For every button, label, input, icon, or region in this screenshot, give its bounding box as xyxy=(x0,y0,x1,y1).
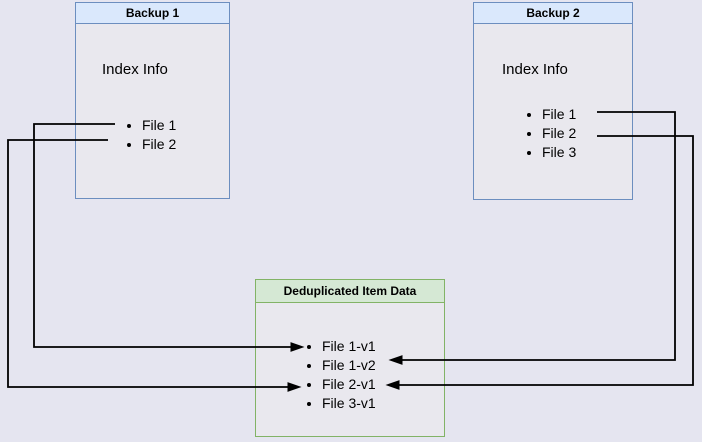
backup2-file-item: File 3 xyxy=(542,143,576,162)
backup2-header: Backup 2 xyxy=(474,3,632,24)
backup2-file-item: File 2 xyxy=(542,124,576,143)
dedup-item: File 3-v1 xyxy=(322,394,376,413)
dedup-item: File 2-v1 xyxy=(322,375,376,394)
backup2-file-item: File 1 xyxy=(542,105,576,124)
dedup-item: File 1-v2 xyxy=(322,356,376,375)
backup2-box: Backup 2 Index Info File 1 File 2 File 3 xyxy=(473,2,633,200)
dedup-item-list: File 1-v1 File 1-v2 File 2-v1 File 3-v1 xyxy=(306,337,376,413)
dedup-title: Deduplicated Item Data xyxy=(283,284,417,298)
backup1-title: Backup 1 xyxy=(125,6,180,20)
backup1-box: Backup 1 Index Info File 1 File 2 xyxy=(75,2,230,199)
backup1-file-item: File 1 xyxy=(142,116,176,135)
backup1-index-info-label: Index Info xyxy=(102,61,168,78)
dedup-header: Deduplicated Item Data xyxy=(256,280,444,303)
backup2-index-info-label: Index Info xyxy=(502,61,568,78)
dedup-box: Deduplicated Item Data File 1-v1 File 1-… xyxy=(255,279,445,437)
backup1-file-item: File 2 xyxy=(142,135,176,154)
backup1-file-list: File 1 File 2 xyxy=(126,116,176,154)
dedup-item: File 1-v1 xyxy=(322,337,376,356)
backup1-header: Backup 1 xyxy=(76,3,229,24)
backup2-file-list: File 1 File 2 File 3 xyxy=(526,105,576,162)
backup2-title: Backup 2 xyxy=(526,6,580,20)
